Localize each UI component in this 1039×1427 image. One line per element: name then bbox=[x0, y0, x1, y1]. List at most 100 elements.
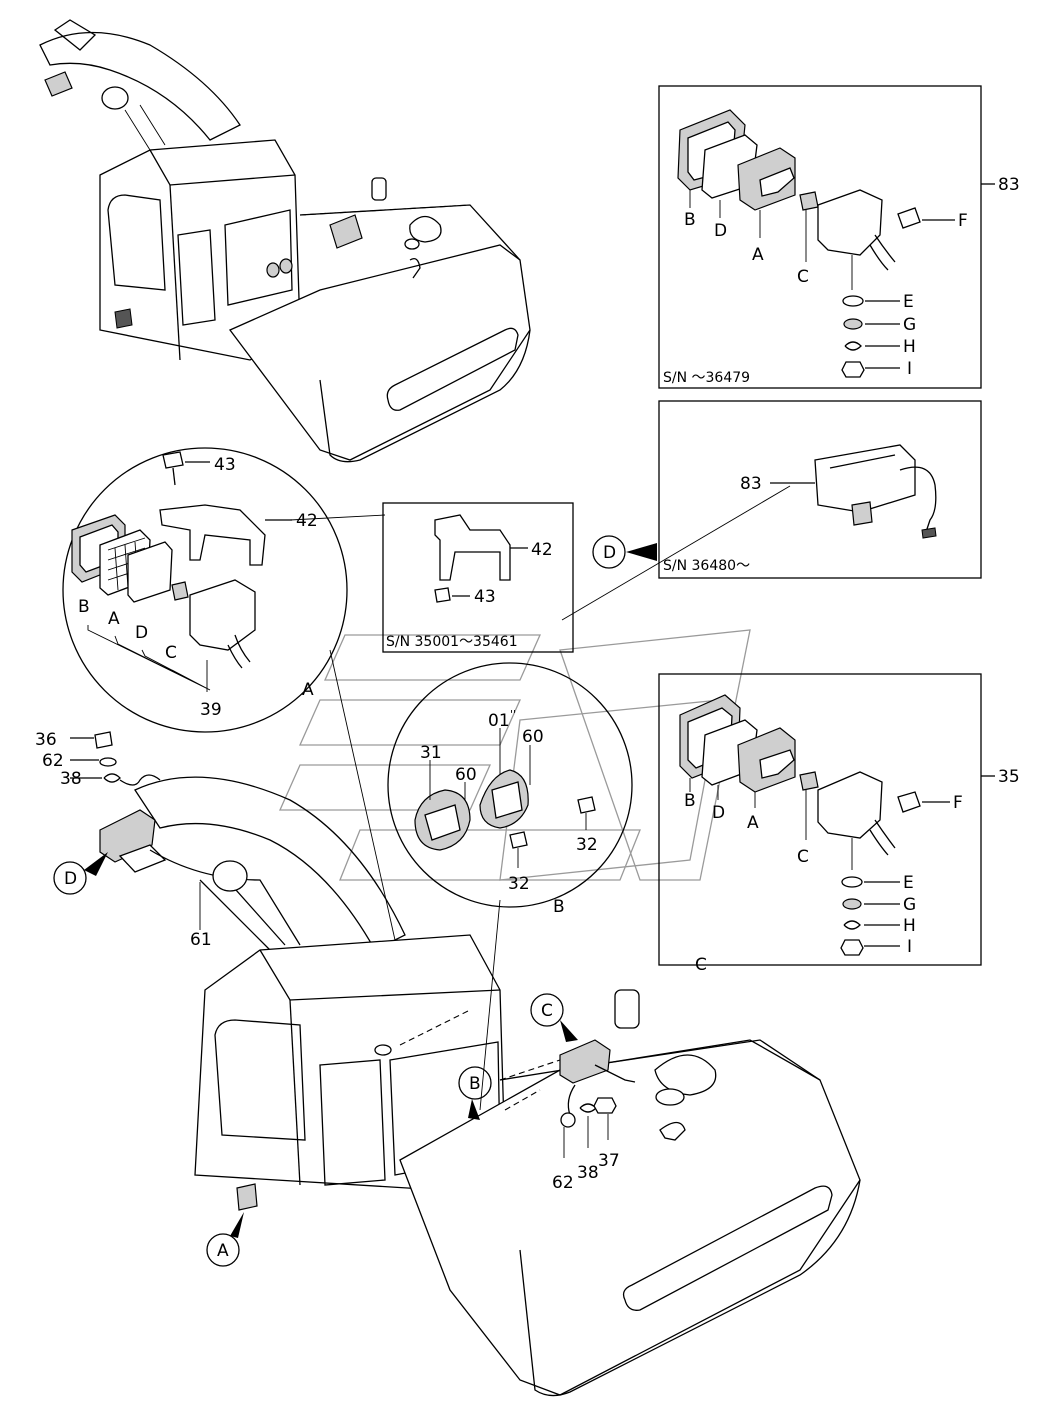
callout-a-bottom: A bbox=[206, 1212, 244, 1267]
svg-text:B: B bbox=[469, 1074, 481, 1094]
svg-text:D: D bbox=[64, 869, 77, 889]
svg-text:39: 39 bbox=[200, 700, 222, 720]
boom-light-assembly: 36 62 38 D 61 bbox=[35, 730, 212, 950]
spring-washer-38-icon bbox=[103, 773, 121, 783]
box-83-early: 83 F E G H I B D A C S/N ～3647 bbox=[658, 85, 1020, 389]
excavator-top-illustration bbox=[39, 19, 531, 463]
serial-top-box: S/N ～36479 bbox=[663, 370, 750, 386]
svg-text:F: F bbox=[958, 211, 968, 231]
svg-text:H: H bbox=[903, 337, 916, 357]
housing-39-icon bbox=[189, 579, 256, 651]
detail-circle-b: B 31 01 '' 60 60 32 32 bbox=[387, 662, 633, 917]
washer-g-icon bbox=[843, 318, 863, 330]
svg-text:'': '' bbox=[510, 708, 516, 721]
svg-text:B: B bbox=[684, 210, 696, 230]
svg-text:42: 42 bbox=[296, 511, 318, 531]
nut-i-icon-c bbox=[840, 939, 864, 956]
washer-62b-icon bbox=[560, 1112, 576, 1128]
svg-text:A: A bbox=[752, 245, 764, 265]
boom-lamp-icon bbox=[44, 71, 73, 97]
washer-62-icon bbox=[99, 757, 117, 767]
svg-text:A: A bbox=[747, 813, 759, 833]
cab-lamp-icon bbox=[114, 308, 133, 329]
bolt-36-icon bbox=[94, 731, 113, 749]
screw-f-icon-c bbox=[897, 791, 921, 813]
bolt-32b-icon bbox=[509, 831, 528, 849]
box-35-detail-c: 35 C F E G H I B D A C bbox=[658, 673, 1020, 975]
washer-e-icon bbox=[842, 295, 864, 307]
body-work-light-icon bbox=[559, 1039, 611, 1084]
bracket-42-alt-icon bbox=[434, 514, 511, 581]
bulb-c-icon-a bbox=[171, 581, 189, 601]
excavator-bottom-illustration: 62 38 37 bbox=[134, 776, 861, 1397]
svg-text:H: H bbox=[903, 916, 916, 936]
screw-f-icon bbox=[897, 207, 921, 229]
svg-text:F: F bbox=[953, 793, 963, 813]
svg-text:G: G bbox=[903, 895, 916, 915]
svg-text:A: A bbox=[302, 680, 314, 700]
serial-bracket-box: S/N 35001～35461 bbox=[386, 634, 518, 650]
svg-text:A: A bbox=[108, 609, 120, 629]
svg-text:C: C bbox=[541, 1001, 553, 1021]
svg-text:A: A bbox=[217, 1241, 229, 1261]
svg-text:D: D bbox=[135, 623, 148, 643]
svg-text:C: C bbox=[165, 643, 177, 663]
part-number-83-mid: 83 bbox=[740, 474, 762, 494]
gasket-d-icon-a bbox=[127, 541, 173, 603]
svg-text:E: E bbox=[903, 873, 914, 893]
detail-circle-a: A 43 42 B A D C 39 bbox=[62, 447, 386, 733]
svg-text:B: B bbox=[553, 897, 565, 917]
boom-cylinder-cap-icon bbox=[212, 860, 248, 892]
callout-d-right: D bbox=[592, 535, 657, 569]
svg-text:38: 38 bbox=[577, 1163, 599, 1183]
svg-text:61: 61 bbox=[190, 930, 212, 950]
callout-c-bottom: C bbox=[530, 993, 578, 1042]
washer-e-icon-c bbox=[841, 876, 863, 888]
body-lamp-icon bbox=[329, 214, 363, 249]
housing-83-icon bbox=[817, 189, 883, 256]
svg-text:35: 35 bbox=[998, 767, 1020, 787]
svg-text:62: 62 bbox=[42, 751, 64, 771]
svg-text:36: 36 bbox=[35, 730, 57, 750]
svg-text:01: 01 bbox=[488, 711, 510, 731]
svg-text:I: I bbox=[907, 937, 912, 957]
svg-text:C: C bbox=[797, 847, 809, 867]
part-number-83-top: 83 bbox=[998, 175, 1020, 195]
svg-text:D: D bbox=[714, 221, 727, 241]
washer-g-icon-c bbox=[842, 898, 862, 910]
bolt-32a-icon bbox=[577, 796, 596, 814]
cab-lamp-bottom-icon bbox=[236, 1183, 258, 1211]
work-lamp-83-icon bbox=[814, 444, 916, 513]
svg-text:32: 32 bbox=[508, 874, 530, 894]
nut-i-icon bbox=[841, 361, 865, 378]
svg-text:C: C bbox=[695, 955, 707, 975]
svg-text:G: G bbox=[903, 315, 916, 335]
svg-text:D: D bbox=[603, 543, 616, 563]
bolt-43-alt-icon bbox=[434, 587, 451, 603]
bolt-43-icon bbox=[162, 451, 184, 469]
svg-text:60: 60 bbox=[455, 765, 477, 785]
svg-text:E: E bbox=[903, 292, 914, 312]
watermark-logo bbox=[278, 629, 751, 881]
box-83-late: 83 S/N 36480～ bbox=[561, 400, 982, 621]
svg-text:B: B bbox=[78, 597, 90, 617]
housing-35-icon bbox=[817, 771, 883, 839]
spring-washer-h-icon bbox=[844, 341, 862, 351]
serial-mid-box: S/N 36480～ bbox=[663, 558, 750, 574]
svg-text:32: 32 bbox=[576, 835, 598, 855]
bracket-42-icon bbox=[159, 504, 266, 566]
svg-text:I: I bbox=[907, 359, 912, 379]
svg-text:D: D bbox=[712, 803, 725, 823]
bulb-c-icon bbox=[799, 191, 819, 211]
svg-text:60: 60 bbox=[522, 727, 544, 747]
svg-text:62: 62 bbox=[552, 1173, 574, 1193]
svg-text:43: 43 bbox=[214, 455, 236, 475]
boom-light-icon bbox=[101, 86, 129, 110]
spring-washer-h-icon-c bbox=[843, 920, 861, 930]
svg-text:42: 42 bbox=[531, 540, 553, 560]
svg-text:31: 31 bbox=[420, 743, 442, 763]
svg-text:37: 37 bbox=[598, 1151, 620, 1171]
bulb-c-icon-c bbox=[799, 771, 819, 791]
svg-text:C: C bbox=[797, 267, 809, 287]
